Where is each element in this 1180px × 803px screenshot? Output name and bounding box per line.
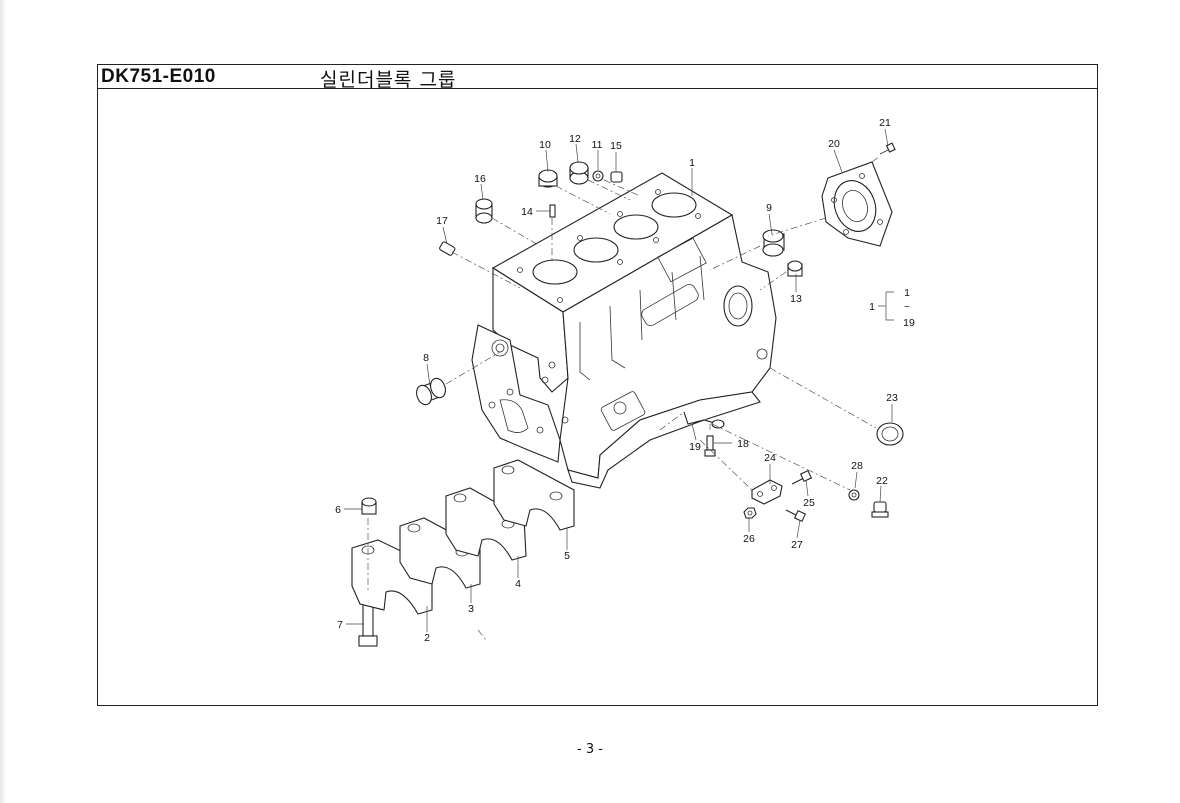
header-bar: DK751-E010 실린더블록 그룹: [98, 65, 1097, 91]
scan-edge: [0, 0, 6, 803]
callout-22: 22: [876, 475, 888, 487]
part-9-bushing: [762, 229, 785, 257]
callout-19: 19: [689, 441, 701, 453]
part-8-bushing: [416, 377, 446, 406]
callout-13: 13: [790, 293, 802, 305]
callout-5: 5: [564, 550, 570, 562]
assembly-note: 1 1 ~ 19: [869, 287, 915, 329]
part-27-bolt: [785, 509, 807, 523]
callout-17: 17: [436, 215, 448, 227]
part-15-plug: [610, 171, 623, 183]
callout-3: 3: [468, 603, 474, 615]
callout-leaders: [344, 128, 893, 632]
callout-2: 2: [424, 632, 430, 644]
part-6-pin: [361, 497, 377, 515]
part-28-washer: [848, 489, 860, 501]
part-4-cap: [445, 487, 527, 561]
callout-4: 4: [515, 578, 521, 590]
callout-7: 7: [337, 619, 343, 631]
callout-10: 10: [539, 139, 551, 151]
part-26-nut: [743, 507, 757, 519]
part-18-bolt: [704, 435, 716, 457]
part-16-plug: [475, 198, 493, 224]
part-21-bolt: [879, 142, 896, 155]
assembly-center-lines: [367, 155, 881, 641]
assembly-note-parent: 1: [869, 301, 875, 313]
cylinder-block: [471, 172, 777, 489]
part-13-plug: [787, 260, 803, 277]
callout-9: 9: [766, 202, 772, 214]
assembly-note-sep: ~: [904, 301, 910, 313]
callout-8: 8: [423, 352, 429, 364]
callout-28: 28: [851, 460, 863, 472]
callout-15: 15: [610, 140, 622, 152]
part-14-pin: [549, 204, 556, 218]
callout-6: 6: [335, 504, 341, 516]
part-17-plug: [439, 241, 456, 256]
callout-16: 16: [474, 173, 486, 185]
callout-25: 25: [803, 497, 815, 509]
part-11-plug: [592, 170, 604, 182]
parts-frame: DK751-E010 실린더블록 그룹: [97, 64, 1098, 706]
part-22-plug: [871, 501, 889, 518]
part-24-bracket: [751, 479, 783, 505]
callout-26: 26: [743, 533, 755, 545]
part-5-cap: [493, 459, 575, 531]
callout-labels: 1 2 3 4 5 6 7 8 9 10 11 12 13 14 15 16 1…: [335, 117, 898, 644]
callout-23: 23: [886, 392, 898, 404]
callout-27: 27: [791, 539, 803, 551]
callout-20: 20: [828, 138, 840, 150]
part-3-cap: [399, 517, 481, 589]
part-25-bolt: [791, 469, 813, 485]
part-group-title: 실린더블록 그룹: [320, 69, 457, 91]
part-group-code: DK751-E010: [101, 66, 216, 87]
callout-21: 21: [879, 117, 891, 129]
callout-11: 11: [592, 139, 603, 151]
part-10-plug: [538, 169, 558, 188]
callout-14: 14: [521, 206, 533, 218]
assembly-note-to: 19: [903, 317, 915, 329]
part-23-seal: [876, 422, 904, 446]
assembly-note-from: 1: [904, 287, 910, 299]
callout-18: 18: [737, 438, 749, 450]
callout-24: 24: [764, 452, 776, 464]
page-number: - 3 -: [577, 742, 603, 757]
part-12-plug: [569, 161, 589, 185]
part-20-seal-case: [821, 161, 893, 247]
callout-12: 12: [569, 133, 581, 145]
callout-1: 1: [689, 157, 695, 169]
